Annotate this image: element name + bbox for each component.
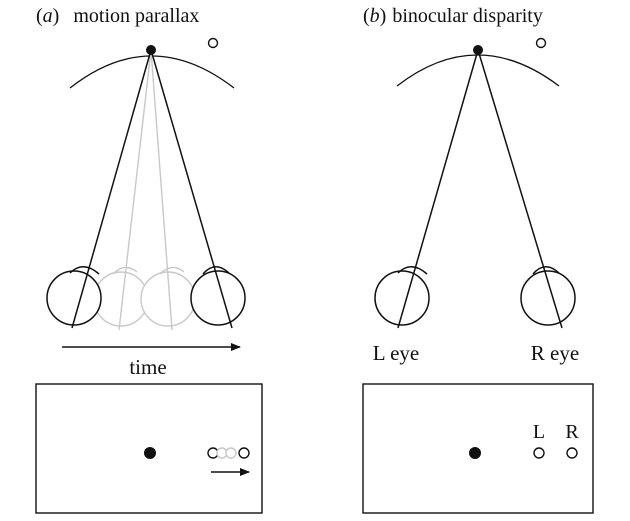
distant-point-b [535, 37, 547, 49]
image-point-end [238, 447, 250, 459]
retinal-image-box-b [362, 383, 594, 514]
panel-a: (a)motion parallax [35, 5, 263, 514]
fixation-point-a [146, 45, 156, 55]
distant-point-a [207, 37, 219, 49]
panel-a-heading: (a)motion parallax [36, 5, 199, 27]
horopter-arc-b [396, 54, 560, 87]
panel-b-heading: (b)binocular disparity [363, 5, 543, 27]
fixation-point-b [473, 45, 483, 55]
right-eye-a [150, 49, 246, 329]
intermediate-eye-2 [140, 49, 196, 331]
time-label: time [129, 355, 166, 379]
left-eye-label: L eye [373, 341, 419, 365]
image-point-left [533, 447, 545, 459]
right-eye-label: R eye [531, 341, 579, 365]
image-fixation-dot-b [469, 447, 481, 459]
retinal-image-box-a [35, 383, 263, 514]
left-eye-a [46, 49, 152, 329]
image-right-label: R [565, 421, 579, 443]
image-point-right [566, 447, 578, 459]
image-point-mid-2 [225, 447, 237, 459]
intermediate-eye-1 [93, 49, 152, 331]
right-eye-b [477, 49, 576, 329]
image-left-label: L [533, 421, 545, 443]
left-eye-b [374, 49, 479, 329]
image-fixation-dot-a [144, 447, 156, 459]
panel-b: (b)binocular disparity L eye R eye L R [362, 5, 594, 514]
